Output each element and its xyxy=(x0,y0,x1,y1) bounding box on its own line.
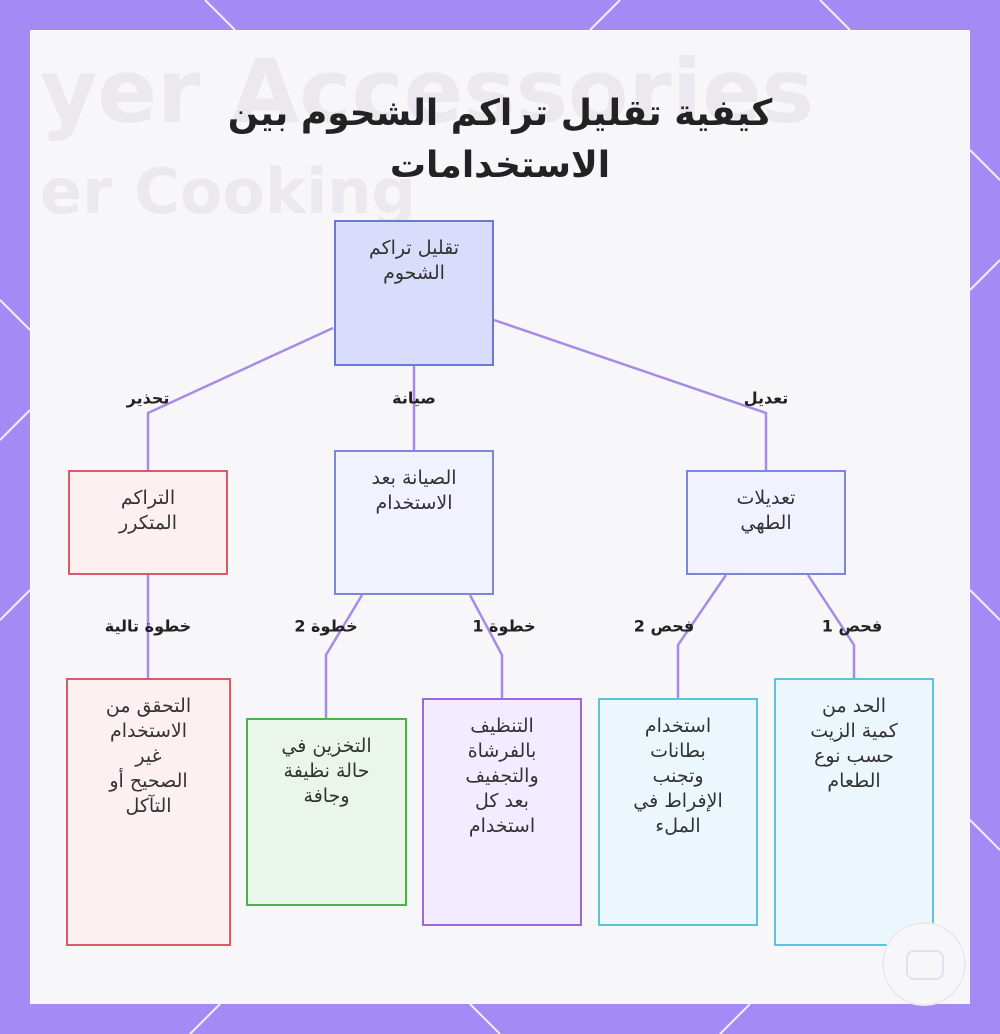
edge-label-maintenance: صيانة xyxy=(392,388,436,408)
background-watermark-line2: er Cooking xyxy=(40,155,416,228)
node-maintenance-label: الصيانة بعد الاستخدام xyxy=(371,467,457,514)
node-oil-limit: الحد من كمية الزيت حسب نوع الطعام xyxy=(774,678,934,946)
edge-label-step1: خطوة 1 xyxy=(472,616,536,636)
edge-modify-line xyxy=(493,318,768,470)
node-liners: استخدام بطانات وتجنب الإفراط في الملء xyxy=(598,698,758,926)
node-root: تقليل تراكم الشحوم xyxy=(334,220,494,366)
node-maintenance: الصيانة بعد الاستخدام xyxy=(334,450,494,595)
node-storage: التخزين في حالة نظيفة وجافة xyxy=(246,718,407,906)
node-root-label: تقليل تراكم الشحوم xyxy=(368,237,460,284)
edge-label-check2: فحص 2 xyxy=(633,616,695,636)
diagram-title: كيفية تقليل تراكم الشحوم بين الاستخدامات xyxy=(0,88,1000,192)
node-verify-usage: التحقق من الاستخدام غير الصحيح أو التآكل xyxy=(66,678,231,946)
chef-hat-logo-icon xyxy=(882,922,966,1006)
edge-step2-line xyxy=(324,594,364,718)
node-cleaning-label: التنظيف بالفرشاة والتجفيف بعد كل استخدام xyxy=(465,715,539,837)
title-line-1: كيفية تقليل تراكم الشحوم بين xyxy=(227,93,773,134)
edge-label-check1: فحص 1 xyxy=(821,616,883,636)
node-verify-usage-label: التحقق من الاستخدام غير الصحيح أو التآكل xyxy=(105,695,192,817)
edge-step1-line xyxy=(468,594,504,698)
title-line-2: الاستخدامات xyxy=(389,145,611,186)
edge-label-modify: تعديل xyxy=(743,388,789,408)
node-liners-label: استخدام بطانات وتجنب الإفراط في الملء xyxy=(633,715,723,837)
node-cooking-mods: تعديلات الطهي xyxy=(686,470,846,575)
edge-warning-line xyxy=(146,326,334,470)
edge-label-warning: تحذير xyxy=(126,388,170,408)
edge-check1-line xyxy=(806,574,856,678)
node-accumulation-label: التراكم المتكرر xyxy=(119,487,177,534)
edge-check2-line xyxy=(676,574,728,698)
node-cleaning: التنظيف بالفرشاة والتجفيف بعد كل استخدام xyxy=(422,698,582,926)
node-storage-label: التخزين في حالة نظيفة وجافة xyxy=(281,735,372,807)
background-watermark-line1: yer Accessories xyxy=(40,40,815,143)
node-cooking-mods-label: تعديلات الطهي xyxy=(736,487,796,534)
edge-label-step2: خطوة 2 xyxy=(294,616,358,636)
node-accumulation: التراكم المتكرر xyxy=(68,470,228,575)
edge-label-next-step: خطوة تالية xyxy=(104,616,192,636)
node-oil-limit-label: الحد من كمية الزيت حسب نوع الطعام xyxy=(810,695,898,792)
